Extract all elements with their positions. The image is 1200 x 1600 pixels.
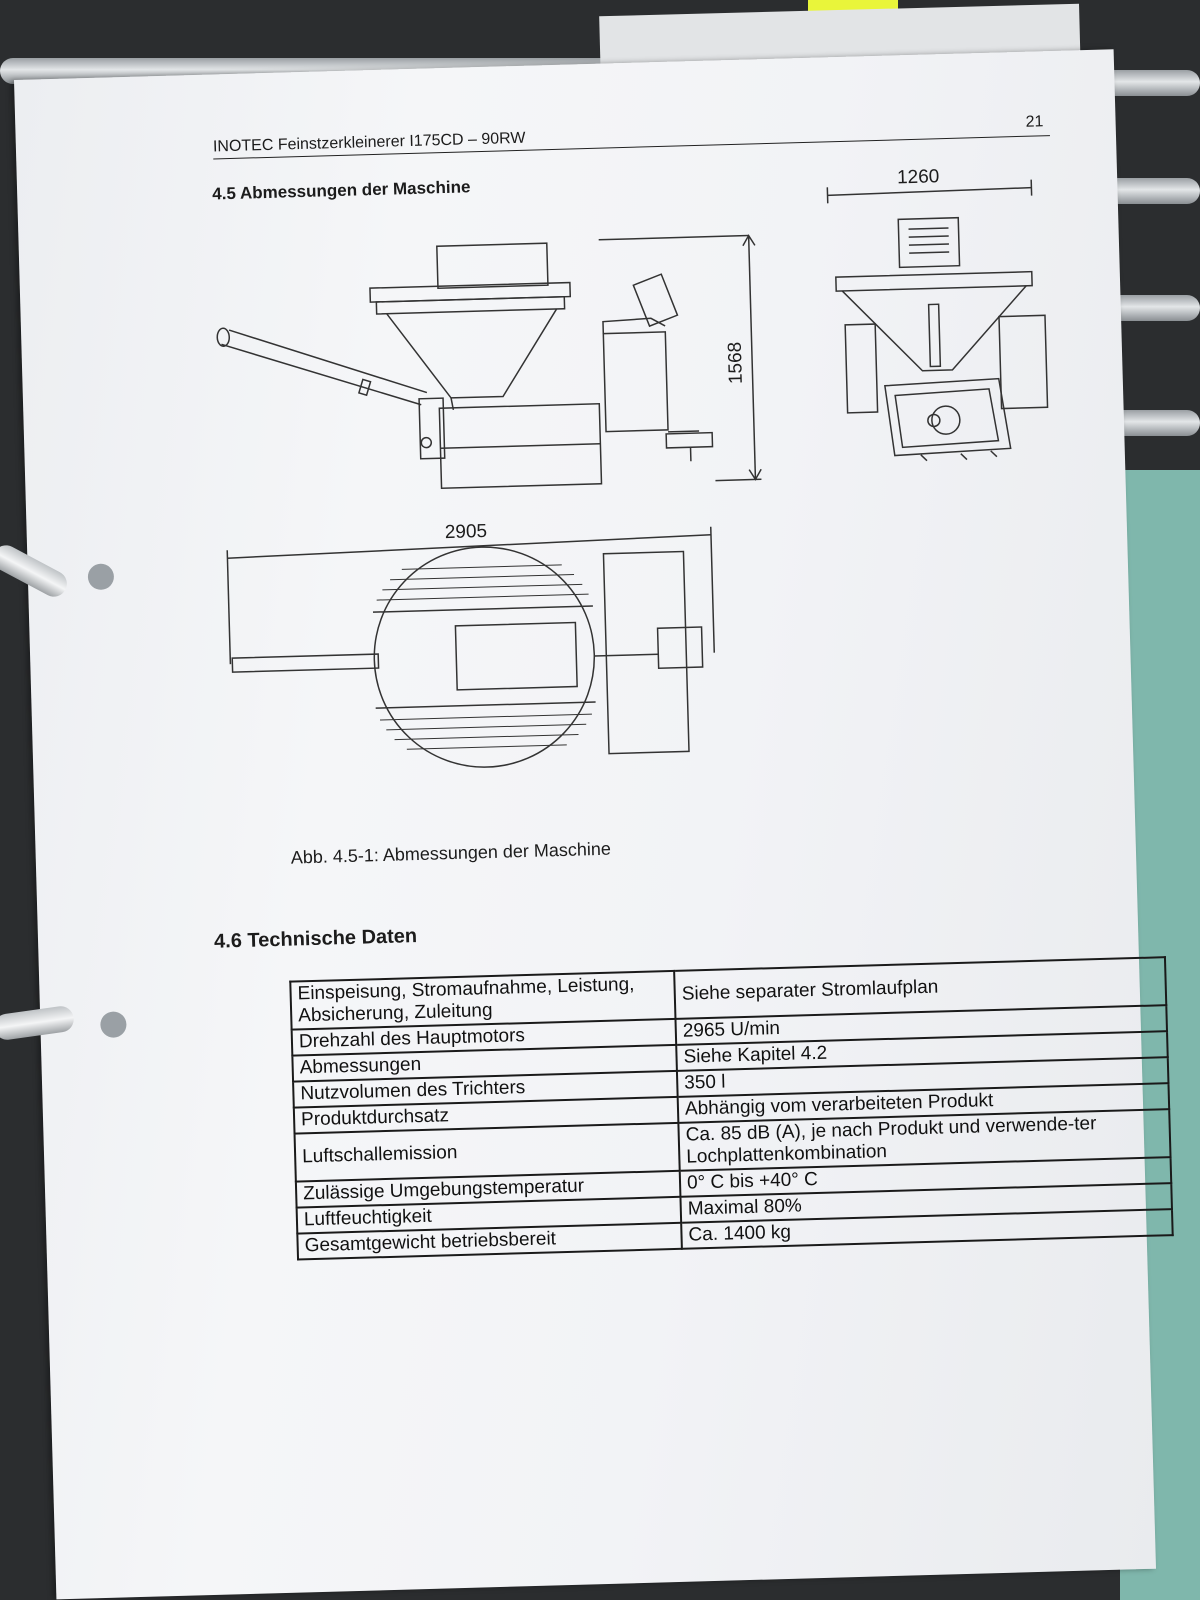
machine-top-view: [226, 526, 716, 768]
binder-rail-right-4: [1110, 410, 1200, 436]
machine-front-view: [826, 179, 1049, 462]
technical-data-table: Einspeisung, Stromaufnahme, Leistung, Ab…: [289, 956, 1173, 1260]
dimension-height-label: 1568: [724, 341, 747, 385]
machine-side-view: [216, 234, 762, 489]
section-heading-4-6: 4.6 Technische Daten: [213, 925, 418, 953]
dimension-width-label: 1260: [896, 166, 940, 189]
section-heading-4-5: 4.5 Abmessungen der Maschine: [211, 177, 471, 204]
punch-hole-bottom: [100, 1011, 127, 1038]
figure-caption: Abb. 4.5-1: Abmessungen der Maschine: [290, 838, 612, 868]
punch-hole-top: [87, 563, 115, 591]
document-page: INOTEC Feinstzerkleinerer I175CD – 90RW …: [14, 49, 1173, 1600]
header-title: INOTEC Feinstzerkleinerer I175CD – 90RW: [212, 129, 526, 156]
page-number: 21: [1025, 113, 1044, 131]
